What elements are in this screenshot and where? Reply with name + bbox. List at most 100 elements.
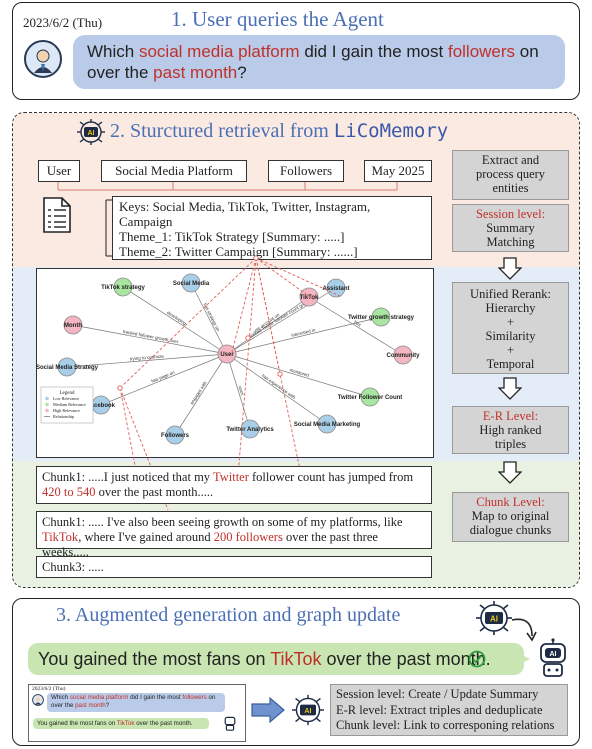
step-line: Unified Rerank: [470, 287, 551, 301]
svg-text:AI: AI [490, 615, 498, 624]
graph-edge [190, 282, 228, 355]
legend-label: Relationship [53, 414, 74, 419]
graph-node-label: TikTok strategy [101, 285, 145, 291]
ai-brain-icon: AI [76, 119, 106, 145]
entity-tag-date: May 2025 [364, 160, 432, 182]
user-avatar [23, 39, 63, 79]
section1-panel: 2023/6/2 (Thu) 1. User queries the Agent… [12, 2, 580, 100]
graph-node-label: TikTok [300, 295, 319, 301]
text-span: over the past three weeks..... [42, 530, 378, 559]
graph-node-label: Followers [161, 433, 190, 439]
graph-edge [308, 296, 404, 356]
legend-label: Low Relevance [53, 396, 79, 401]
step-line: process query [475, 167, 546, 181]
step-line: entities [492, 181, 529, 195]
graph-node-smm [317, 414, 337, 434]
check-circle-icon [468, 650, 486, 668]
graph-edge [226, 353, 371, 398]
entity-tag-platform: Social Media Platform [101, 160, 247, 182]
text-span: Which [87, 42, 139, 61]
right-arrow-icon [251, 696, 285, 724]
graph-edge [100, 353, 228, 406]
graph-node-label: Social Media Marketing [294, 422, 361, 428]
query-bubble: Which social media platform did I gain t… [73, 35, 565, 89]
graph-edge-label: engages with [189, 380, 208, 405]
highlight-text: 420 to 540 [42, 485, 96, 499]
legend-swatch [45, 396, 49, 401]
legend-swatch [45, 402, 49, 407]
text-span: Chunk1: ..... I've also been seeing grow… [42, 515, 403, 529]
graph-edge [174, 353, 228, 436]
graph-node-label: Twitter growth strategy [348, 315, 415, 321]
ai-brain-icon: AI [474, 600, 514, 636]
legend-swatch [45, 408, 49, 413]
step-line: + [506, 315, 515, 329]
section1-title: 1. User queries the Agent [171, 7, 384, 31]
graph-update-box: Session level: Create / Update Summary E… [330, 684, 568, 736]
text-span: over the past month..... [95, 485, 214, 499]
legend-label: High Relevance [53, 408, 80, 413]
update-session-line: Session level: Create / Update Summary [336, 687, 539, 701]
step-level-header: Session level: [475, 207, 546, 221]
highlight-text: TikTok [116, 720, 135, 727]
mini-user-avatar [32, 694, 44, 706]
section2-title-brand: LiCoMemory [333, 120, 449, 142]
theme-line: Theme_2: Twitter Campaign [Summary: ....… [119, 244, 358, 259]
keys-line: Keys: Social Media, TikTok, Twitter, Ins… [119, 199, 371, 229]
graph-node-label: Community [387, 353, 421, 359]
text-span: Which [51, 694, 70, 701]
entity-tag-user: User [38, 160, 80, 182]
text-span: , where I've gained around [78, 530, 214, 544]
text-span: did I gain the most [299, 42, 448, 61]
section3-title: 3. Augmented generation and graph update [56, 604, 401, 626]
step-line: Extract and [481, 153, 540, 167]
step-line: Matching [486, 235, 535, 249]
step-line: dialogue chunks [469, 523, 552, 537]
legend-label: Medium Relevance [53, 402, 86, 407]
step-line: Summary [486, 221, 535, 235]
chunk-box: Chunk1: ..... I've also been seeing grow… [36, 511, 432, 559]
highlight-text: 200 followers [213, 530, 283, 544]
down-arrow-icon [498, 461, 522, 484]
section2-title-prefix: 2. Sturctured retrieval from [110, 120, 334, 142]
graph-node-twitter_growth [371, 307, 391, 327]
mini-robot-icon [224, 716, 236, 731]
text-span: You gained the most fans on [38, 649, 271, 669]
highlight-text: Twitter [212, 470, 249, 484]
section2-title: 2. Sturctured retrieval from LiCoMemory [110, 120, 448, 143]
mini-query-bubble: Which social media platform did I gain t… [47, 693, 225, 712]
graph-node-sms [57, 357, 77, 377]
text-span: You gained the most fans on [37, 720, 117, 727]
keys-box: Keys: Social Media, TikTok, Twitter, Ins… [112, 196, 432, 274]
highlight-text: TikTok [42, 530, 79, 544]
query-text: Which social media platform did I gain t… [87, 41, 553, 83]
highlight-text: social media platform [138, 42, 300, 61]
text-span: on over the [87, 42, 539, 82]
step-line: Hierarchy [485, 301, 536, 315]
step-line: triples [494, 437, 527, 451]
down-arrow-icon [498, 377, 522, 400]
update-er-line: E-R level: Extract triples and deduplica… [336, 702, 543, 717]
graph-edge-label: interested in [291, 327, 316, 338]
graph-node-label: Twitter Analytics [226, 427, 274, 433]
step-line: Map to original [471, 509, 550, 523]
highlight-text: followers [447, 42, 516, 61]
highlight-text: past month [75, 702, 106, 709]
graph-edge-label: tracked follower growth over [122, 329, 179, 344]
mini-screenshot: 2023/6/2 (Thu) Which social media platfo… [28, 684, 246, 742]
graph-node-label: Twitter Follower Count [338, 395, 403, 401]
graph-edge [226, 353, 251, 430]
highlight-text: past month [153, 63, 238, 82]
graph-edge-label: has strategy on [202, 302, 221, 332]
step-line: High ranked [479, 423, 542, 437]
step-level-header: E-R Level: [482, 409, 539, 423]
graph-edge-label: developing [166, 310, 187, 326]
graph-node-label: User [220, 352, 234, 358]
chunk-box: Chunk1: .....I just noticed that my Twit… [36, 466, 432, 504]
graph-node-twitter_fc [360, 387, 380, 407]
